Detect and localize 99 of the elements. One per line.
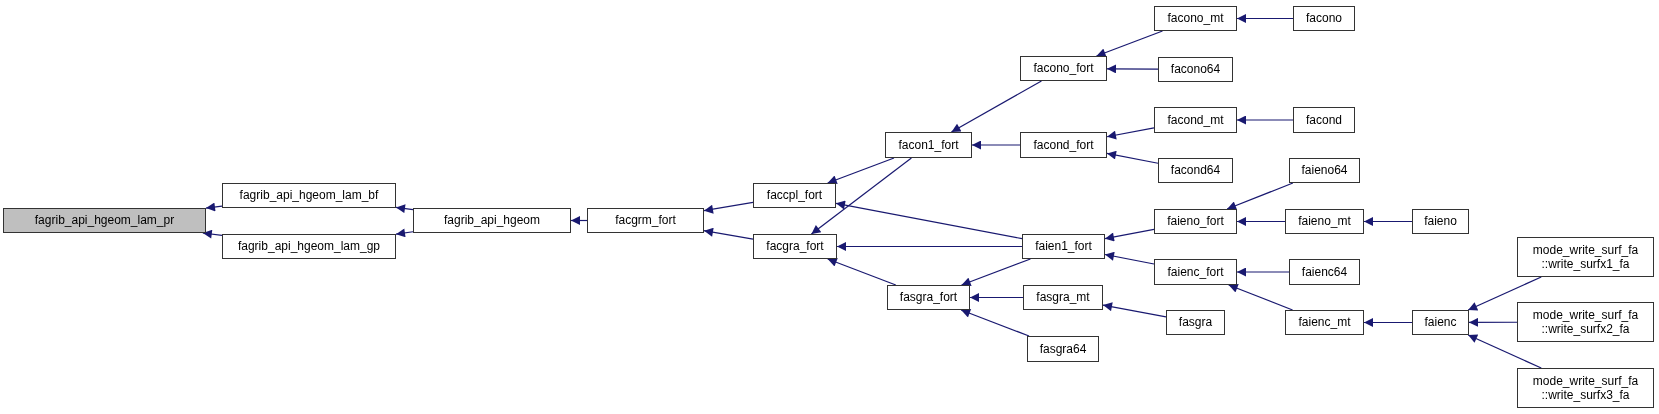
arrow bbox=[570, 216, 588, 225]
arrow bbox=[836, 242, 1023, 251]
arrow bbox=[1106, 150, 1159, 164]
function-box bbox=[1023, 285, 1103, 310]
function-name: facgra_fort bbox=[766, 239, 824, 254]
function-name: fasgra64 bbox=[1039, 341, 1087, 357]
function-box bbox=[1027, 336, 1099, 362]
function-name: facond_mt bbox=[1167, 112, 1224, 128]
arrow bbox=[1236, 115, 1294, 125]
arrow bbox=[1363, 318, 1413, 327]
function-box bbox=[1154, 107, 1237, 133]
arrow bbox=[703, 227, 754, 240]
arrow bbox=[1236, 217, 1286, 226]
function-name: fagrib_api_hgeom_lam_gp bbox=[237, 239, 381, 254]
function-box bbox=[222, 183, 396, 208]
arrow bbox=[971, 140, 1021, 150]
function-box bbox=[1020, 56, 1107, 81]
function-box bbox=[753, 183, 836, 208]
function-box bbox=[1517, 368, 1654, 408]
arrow bbox=[961, 258, 1031, 287]
function-name: facond_fort bbox=[1033, 137, 1094, 153]
function-box bbox=[3, 208, 206, 233]
function-name: fagrib_api_hgeom_lam_bf bbox=[239, 188, 379, 203]
function-box bbox=[1154, 6, 1237, 31]
arrow bbox=[205, 202, 223, 212]
function-name: mode_write_surf_fa ::write_surfx3_fa bbox=[1531, 373, 1640, 403]
function-name: faccpl_fort bbox=[766, 188, 823, 203]
arrow bbox=[395, 228, 414, 238]
function-name: faieno_mt bbox=[1298, 214, 1351, 229]
function-name: facono64 bbox=[1170, 62, 1221, 77]
function-box bbox=[1158, 158, 1233, 183]
arrow bbox=[950, 80, 1043, 133]
function-box bbox=[1289, 158, 1360, 183]
arrow bbox=[835, 200, 1023, 240]
function-box bbox=[887, 285, 970, 310]
function-box bbox=[1020, 132, 1107, 158]
arrow bbox=[1226, 182, 1294, 210]
function-name: fasgra_mt bbox=[1036, 290, 1090, 305]
function-name: faienc_mt bbox=[1298, 315, 1351, 330]
function-name: fagrib_api_hgeom bbox=[443, 213, 541, 228]
function-name: facon1_fort bbox=[898, 137, 959, 153]
arrow bbox=[1228, 284, 1294, 311]
arrow bbox=[1095, 30, 1164, 57]
function-name: faienc bbox=[1424, 315, 1457, 330]
arrow bbox=[1106, 127, 1155, 140]
function-box bbox=[1517, 302, 1654, 342]
function-box bbox=[1285, 209, 1364, 234]
function-name: fasgra_fort bbox=[899, 290, 958, 305]
arrow bbox=[1467, 276, 1542, 311]
arrow bbox=[810, 157, 912, 235]
function-name: faienc_fort bbox=[1167, 264, 1224, 280]
arrow bbox=[1468, 317, 1518, 327]
arrow bbox=[960, 309, 1030, 337]
function-box bbox=[1293, 6, 1355, 31]
arrow bbox=[1236, 267, 1290, 277]
function-box bbox=[222, 234, 396, 259]
function-box bbox=[1412, 310, 1469, 335]
function-name: facond bbox=[1306, 112, 1342, 128]
function-box bbox=[1517, 237, 1654, 277]
arrow bbox=[969, 293, 1024, 302]
function-name: faien1_fort bbox=[1035, 239, 1092, 254]
function-name: fagrib_api_hgeom_lam_pr bbox=[34, 213, 175, 228]
function-name: faieno64 bbox=[1301, 163, 1348, 178]
arrow bbox=[1104, 251, 1155, 265]
function-box bbox=[413, 208, 571, 233]
function-name: faieno bbox=[1424, 214, 1457, 229]
arrow bbox=[395, 204, 414, 214]
function-box bbox=[1166, 310, 1225, 335]
function-box bbox=[885, 132, 972, 158]
function-name: facono_fort bbox=[1033, 61, 1094, 76]
arrow bbox=[1363, 217, 1413, 226]
arrow bbox=[1467, 334, 1542, 369]
function-box bbox=[1158, 57, 1233, 82]
function-box bbox=[1154, 209, 1237, 234]
arrow bbox=[827, 258, 897, 286]
function-name: facono bbox=[1306, 11, 1342, 26]
arrow bbox=[1102, 302, 1167, 318]
arrow bbox=[827, 157, 895, 185]
function-box bbox=[1289, 259, 1360, 285]
function-name: mode_write_surf_fa ::write_surfx1_fa bbox=[1531, 242, 1640, 272]
function-name: faienc64 bbox=[1301, 264, 1348, 280]
arrow bbox=[1106, 64, 1159, 74]
arrow bbox=[202, 229, 223, 239]
function-name: mode_write_surf_fa ::write_surfx2_fa bbox=[1531, 307, 1640, 337]
function-box bbox=[1412, 209, 1469, 234]
function-box bbox=[1022, 234, 1105, 259]
function-name: facono_mt bbox=[1167, 11, 1224, 26]
function-box bbox=[587, 208, 704, 233]
arrow bbox=[1236, 14, 1294, 23]
function-box bbox=[1154, 259, 1237, 285]
function-box bbox=[1285, 310, 1364, 335]
function-name: facond64 bbox=[1170, 163, 1221, 178]
function-name: facgrm_fort bbox=[615, 213, 676, 228]
function-box bbox=[1293, 107, 1355, 133]
function-name: faieno_fort bbox=[1167, 214, 1224, 229]
function-name: fasgra bbox=[1178, 315, 1213, 330]
arrow bbox=[1104, 228, 1155, 242]
arrow bbox=[703, 201, 754, 214]
function-box bbox=[753, 234, 837, 259]
